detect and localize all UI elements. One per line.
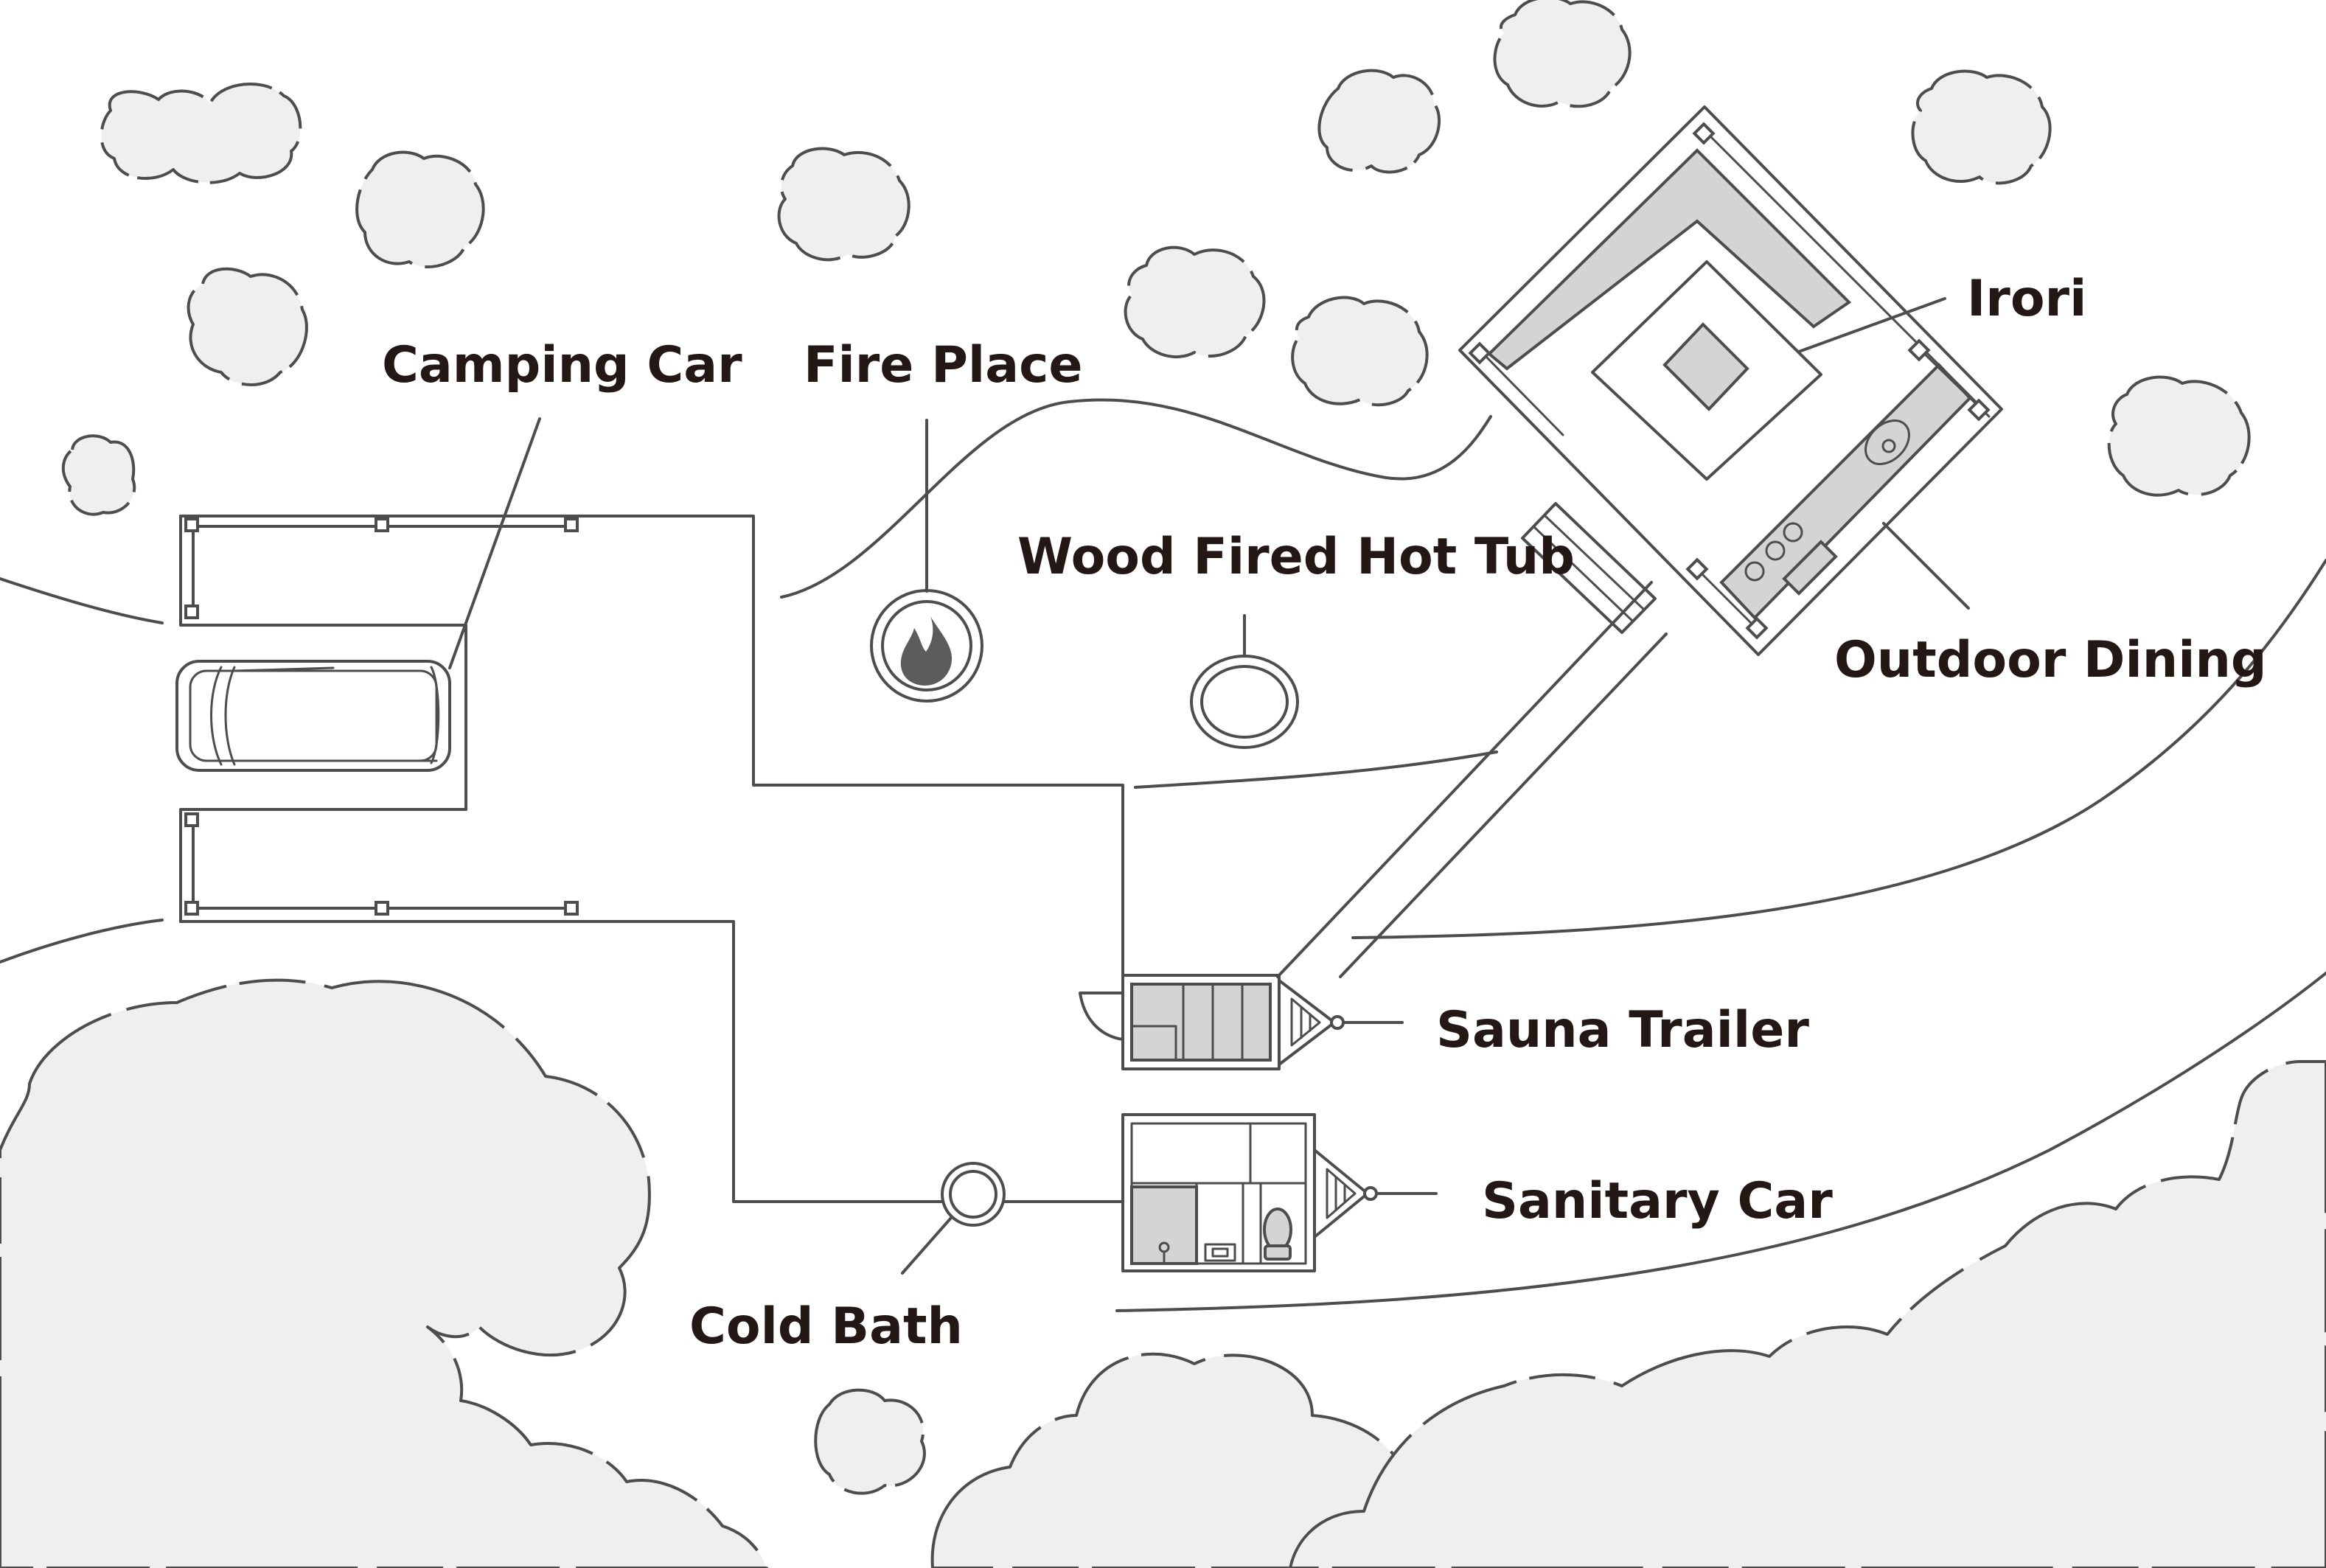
tree-icon xyxy=(100,83,302,184)
wood-fired-hot-tub xyxy=(1190,614,1299,749)
tree-icon xyxy=(187,267,308,386)
tree-icon xyxy=(2107,375,2251,497)
tree-icon xyxy=(777,147,910,262)
label-wood-fired-hot-tub: Wood Fired Hot Tub xyxy=(1017,528,1575,586)
label-camping-car: Camping Car xyxy=(382,336,742,394)
foliage xyxy=(0,978,2326,1568)
label-sanitary-car: Sanitary Car xyxy=(1482,1172,1833,1230)
shower-icon xyxy=(1158,1241,1170,1264)
tree-icon xyxy=(1317,69,1441,174)
sanitary-car xyxy=(1121,1113,1438,1272)
tree-icon xyxy=(1493,0,1632,108)
toilet-icon xyxy=(1263,1208,1292,1261)
stove-icon xyxy=(1744,522,1803,582)
tree-icon xyxy=(1124,245,1266,359)
tree-icon xyxy=(814,1388,926,1495)
label-fire-place: Fire Place xyxy=(804,336,1083,394)
ground-contours xyxy=(0,398,2326,1312)
trees xyxy=(61,0,2251,516)
label-outdoor-dining: Outdoor Dining xyxy=(1834,631,2267,689)
tree-icon xyxy=(1289,1060,2326,1568)
pavilion-steps xyxy=(1521,502,1657,634)
pathways xyxy=(179,515,1668,1203)
tree-icon xyxy=(1291,296,1429,407)
cold-bath xyxy=(901,1162,1006,1275)
camping-car-area xyxy=(175,417,579,923)
camping-car xyxy=(175,660,451,772)
label-cold-bath: Cold Bath xyxy=(689,1297,963,1356)
tree-icon xyxy=(61,434,136,516)
sink-icon xyxy=(1204,1243,1236,1262)
tree-icon xyxy=(0,978,768,1568)
sauna-trailer xyxy=(1079,974,1404,1070)
label-sauna-trailer: Sauna Trailer xyxy=(1436,1001,1809,1059)
tree-icon xyxy=(355,150,485,269)
labels: Camping Car Fire Place Wood Fired Hot Tu… xyxy=(382,270,2267,1356)
fire-place xyxy=(870,419,983,703)
fire-icon xyxy=(900,616,953,686)
label-irori: Irori xyxy=(1967,270,2086,328)
tree-icon xyxy=(1911,69,2052,185)
pavilion xyxy=(1458,105,2003,656)
